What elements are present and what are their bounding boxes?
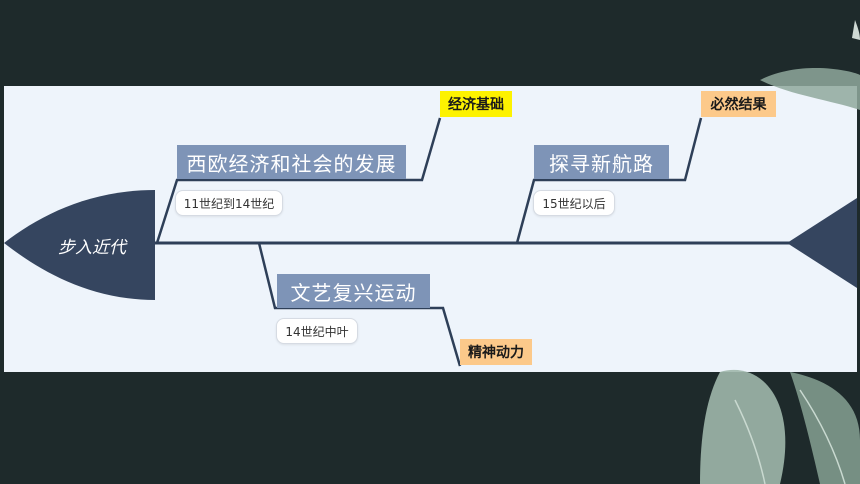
period-badge: 15世纪以后 — [533, 190, 615, 216]
branch-3-line — [257, 242, 462, 367]
fish-head-label: 步入近代 — [58, 238, 126, 258]
period-badge: 14世纪中叶 — [276, 318, 358, 344]
branch-1-line — [155, 117, 442, 244]
topic-new-route[interactable]: 探寻新航路 — [534, 145, 669, 179]
branch-2-line — [515, 117, 703, 244]
fish-tail — [787, 198, 857, 288]
tag-economic-basis: 经济基础 — [440, 91, 512, 117]
topic-economy-society[interactable]: 西欧经济和社会的发展 — [177, 145, 406, 179]
fish-head — [4, 190, 155, 300]
topic-renaissance[interactable]: 文艺复兴运动 — [277, 274, 430, 308]
period-badge: 11世纪到14世纪 — [175, 190, 283, 216]
tag-inevitable-result: 必然结果 — [701, 91, 776, 117]
tag-spiritual-power: 精神动力 — [460, 339, 532, 365]
